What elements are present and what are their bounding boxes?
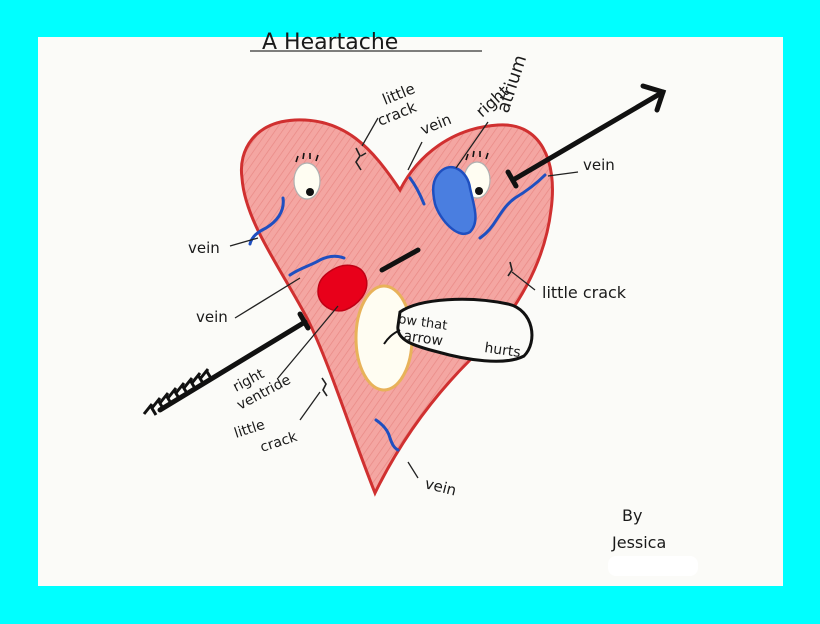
arrow-feathers <box>142 368 214 416</box>
label-vein-bottom: vein <box>423 474 458 499</box>
pointer-little-crack-bottom <box>299 391 321 421</box>
vein-right-side <box>478 173 547 240</box>
arrow <box>157 83 667 413</box>
vein-left-middle <box>288 254 346 277</box>
label-vein-left: vein <box>188 239 220 257</box>
label-little-crack-bottom-1: little <box>232 417 267 442</box>
label-bubble-3: hurts <box>483 340 521 361</box>
pointer-vein-top <box>407 141 423 171</box>
pointer-vein-bottom <box>407 461 419 479</box>
crack-top <box>355 147 367 171</box>
pointer-vein-left-lower <box>234 277 301 319</box>
right-ventricle-shape <box>317 264 368 312</box>
pointer-little-crack-top <box>361 117 379 147</box>
speech-bubble <box>383 297 534 363</box>
vein-left-upper <box>248 196 285 246</box>
vein-right-upper <box>408 176 426 206</box>
signature-by: By <box>622 506 642 525</box>
label-bubble-2: arrow <box>402 328 443 349</box>
pointer-right-atrium <box>455 121 489 169</box>
vein-bottom <box>374 418 400 452</box>
pointer-vein-right <box>547 171 579 177</box>
pointer-right-ventricle <box>277 305 339 379</box>
whiteout-patch <box>608 556 698 576</box>
label-vein-right: vein <box>583 156 615 174</box>
left-eye <box>293 152 321 200</box>
label-vein-left-lower: vein <box>196 308 228 326</box>
signature-name: Jessica <box>611 533 666 552</box>
label-bubble-1: ow that <box>397 312 448 334</box>
label-little-crack-right: little crack <box>542 283 627 302</box>
pointer-little-crack-right <box>511 271 536 291</box>
crack-bottom <box>321 377 328 397</box>
right-atrium-shape <box>431 165 477 235</box>
crack-right <box>507 261 513 277</box>
pointer-vein-left <box>229 237 259 247</box>
label-vein-top: vein <box>418 110 454 139</box>
